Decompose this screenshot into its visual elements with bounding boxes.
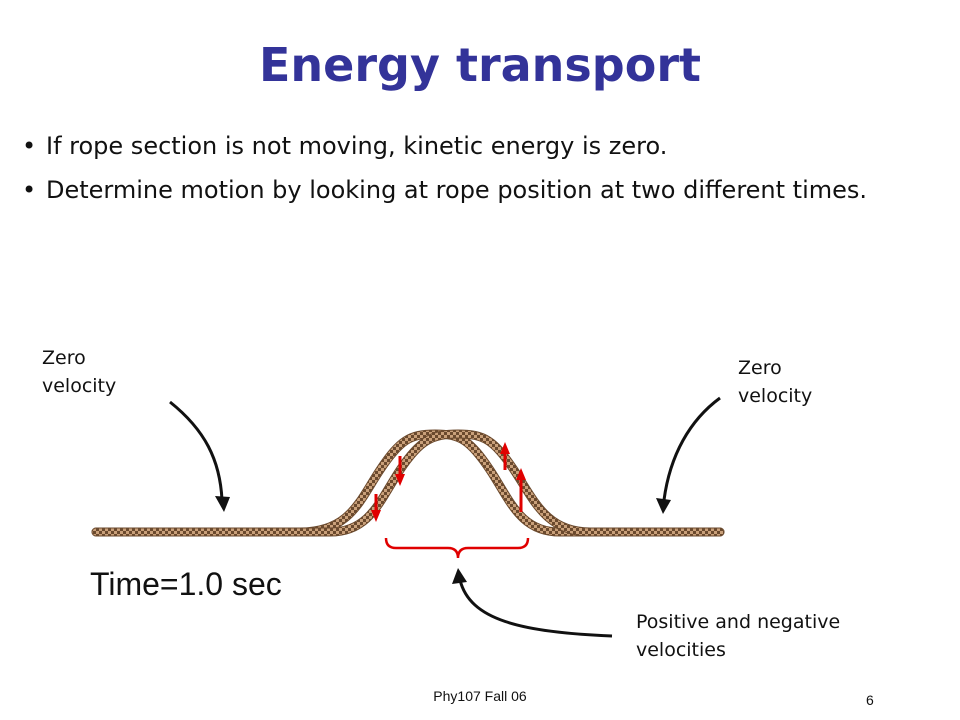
bullet-dot: • [22, 176, 37, 204]
arrow-icon [500, 442, 510, 470]
page-number: 6 [866, 692, 874, 708]
arrow-icon [516, 468, 526, 512]
arrow-icon [395, 456, 405, 486]
bullet-text: Determine motion by looking at rope posi… [46, 176, 868, 204]
bullet-text: If rope section is not moving, kinetic e… [46, 132, 668, 160]
bullet-item: • If rope section is not moving, kinetic… [22, 128, 922, 164]
time-label: Time=1.0 sec [90, 566, 282, 602]
footer-text: Phy107 Fall 06 [433, 688, 527, 704]
right-zero-velocity-label: Zero velocity [738, 357, 813, 407]
bullet-list: • If rope section is not moving, kinetic… [22, 128, 922, 216]
arrow-icon [371, 494, 381, 522]
rope-time-2 [91, 429, 725, 537]
velocity-arrows [371, 442, 526, 522]
bullet-item: • Determine motion by looking at rope po… [22, 172, 922, 208]
pointer-arrow-right [656, 396, 721, 514]
brace-icon [384, 537, 530, 559]
rope-time-1 [91, 429, 725, 537]
left-zero-velocity-label: Zero velocity [42, 347, 117, 397]
pointer-arrow-left [169, 400, 230, 512]
bullet-dot: • [22, 132, 37, 160]
slide-title: Energy transport [258, 38, 702, 92]
positive-negative-velocities-label: Positive and negative velocities [636, 611, 841, 661]
pointer-arrow-bottom [452, 568, 613, 638]
